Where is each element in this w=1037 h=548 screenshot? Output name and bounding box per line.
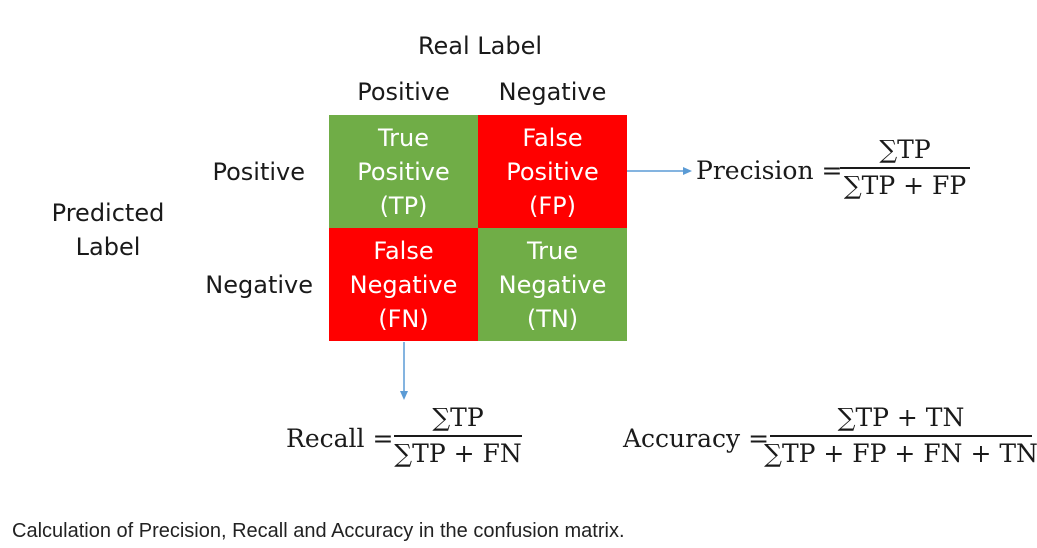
cell-false-positive: False Positive (FP) <box>478 115 627 228</box>
real-label-heading: Real Label <box>417 32 543 60</box>
row-label-positive: Positive <box>212 158 305 186</box>
cell-fp-line3: (FP) <box>528 191 576 220</box>
recall-lhs: Recall = <box>286 424 394 453</box>
accuracy-lhs: Accuracy = <box>623 424 770 453</box>
cell-tp-line3: (TP) <box>379 191 428 220</box>
accuracy-numerator: ∑TP + TN <box>837 403 965 432</box>
recall-numerator: ∑TP <box>432 403 484 432</box>
precision-lhs: Precision = <box>696 156 843 185</box>
predicted-label-heading: Predicted Label <box>28 196 188 264</box>
precision-fraction-bar <box>840 167 970 169</box>
arrow-to-recall <box>400 342 408 400</box>
cell-true-negative: True Negative (TN) <box>478 228 627 341</box>
predicted-label-line1: Predicted <box>51 199 165 227</box>
column-label-positive: Positive <box>357 78 450 106</box>
cell-fn-line1: False <box>373 236 434 265</box>
figure-caption: Calculation of Precision, Recall and Acc… <box>12 520 625 542</box>
cell-true-positive: True Positive (TP) <box>329 115 478 228</box>
cell-tp-line2: Positive <box>357 157 450 186</box>
accuracy-denominator: ∑TP + FP + FN + TN <box>764 439 1037 468</box>
column-label-negative: Negative <box>498 78 607 106</box>
accuracy-fraction-bar <box>770 435 1032 437</box>
recall-denominator: ∑TP + FN <box>394 439 522 468</box>
cell-tn-line3: (TN) <box>526 304 579 333</box>
cell-fn-line2: Negative <box>349 270 458 299</box>
cell-tn-line2: Negative <box>498 270 607 299</box>
cell-false-negative: False Negative (FN) <box>329 228 478 341</box>
predicted-label-line2: Label <box>75 233 141 261</box>
recall-fraction-bar <box>394 435 522 437</box>
cell-tp-line1: True <box>378 123 429 152</box>
arrow-to-precision <box>627 167 692 175</box>
accuracy-fraction: ∑TP + TN ∑TP + FP + FN + TN <box>764 403 1037 469</box>
recall-fraction: ∑TP ∑TP + FN <box>394 403 522 469</box>
precision-denominator: ∑TP + FP <box>843 171 967 200</box>
precision-numerator: ∑TP <box>879 135 931 164</box>
cell-tn-line1: True <box>527 236 578 265</box>
cell-fp-line1: False <box>522 123 583 152</box>
precision-fraction: ∑TP ∑TP + FP <box>840 135 970 201</box>
cell-fp-line2: Positive <box>506 157 599 186</box>
cell-fn-line3: (FN) <box>378 304 429 333</box>
row-label-negative: Negative <box>205 271 313 299</box>
